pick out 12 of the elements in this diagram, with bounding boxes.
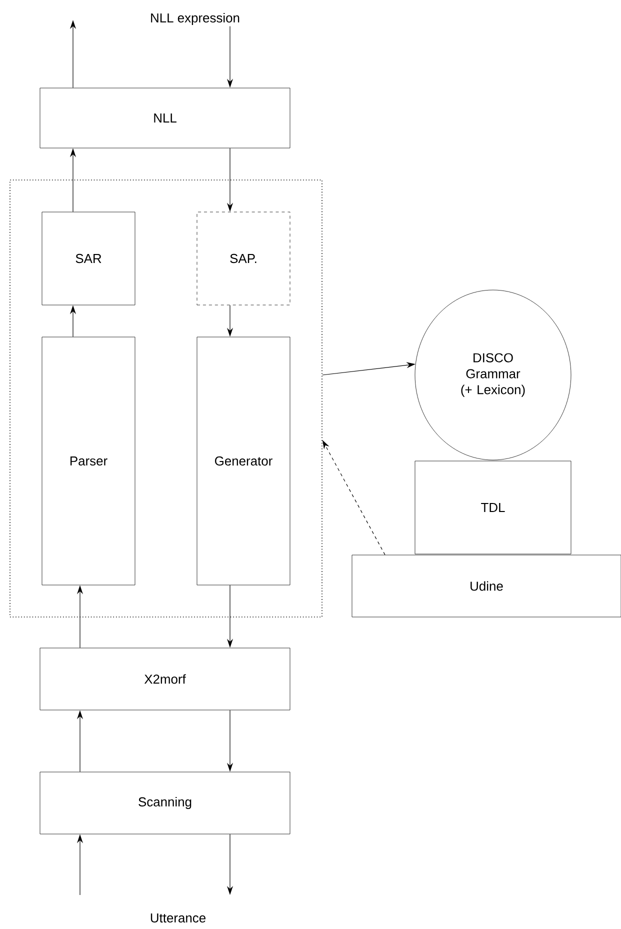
process-box: SAP. — [196, 212, 290, 306]
process-box: X2morf — [40, 648, 290, 710]
process-box: NLL — [40, 88, 290, 148]
module-frame — [10, 180, 322, 618]
process-box: SAR — [42, 212, 136, 306]
process-box: Scanning — [40, 772, 290, 834]
io-label: Utterance — [150, 914, 206, 923]
process-box: TDL — [414, 460, 572, 554]
process-box: Parser — [42, 336, 136, 586]
process-box: Udine — [352, 554, 621, 618]
io-label: NLL expression — [151, 12, 240, 26]
process-box: Generator — [196, 336, 290, 586]
